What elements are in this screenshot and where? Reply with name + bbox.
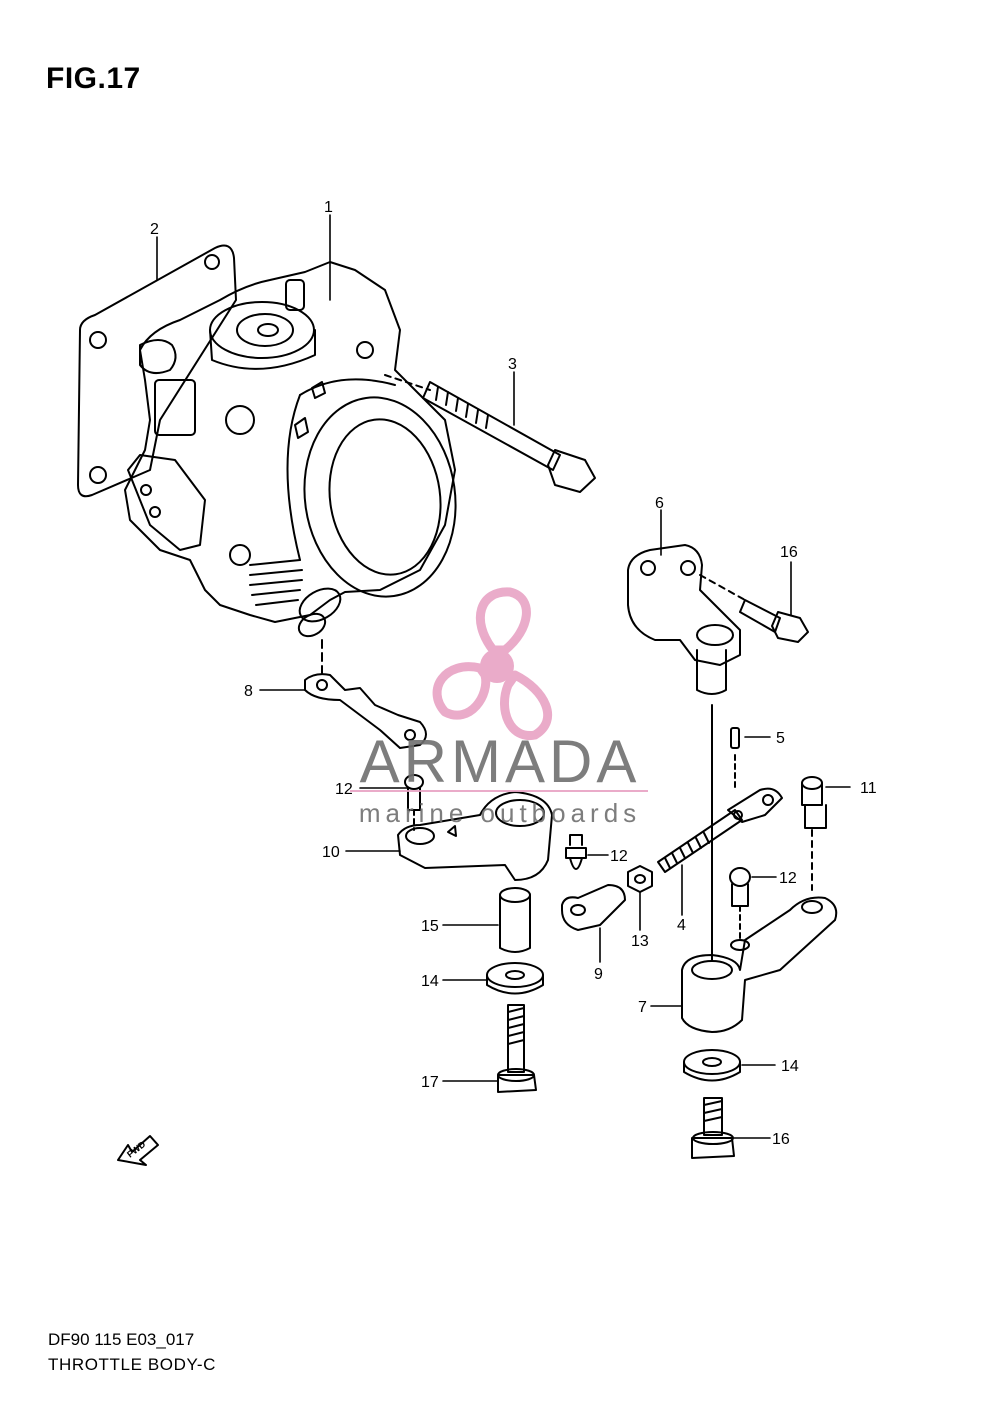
bolt-17-part [497, 1004, 537, 1093]
callout-11: 11 [860, 780, 877, 797]
washer-14-left [486, 962, 544, 995]
rod-8-part [304, 639, 427, 749]
callout-16-top: 16 [780, 544, 798, 561]
watermark-tagline: marine outboards [359, 798, 641, 828]
ball-joint-12-middle [565, 834, 587, 870]
spacer-15-part [499, 887, 531, 953]
callout-13: 13 [631, 933, 649, 950]
gasket-part [77, 244, 237, 498]
rod-end-9-part [561, 884, 626, 931]
figure-name: THROTTLE BODY-C [48, 1355, 217, 1374]
propeller-icon [432, 587, 552, 740]
bolt-16-top-part [739, 599, 809, 643]
callout-9: 9 [594, 966, 603, 983]
callout-4: 4 [677, 917, 686, 934]
callout-8: 8 [244, 683, 253, 700]
callout-17: 17 [421, 1074, 439, 1091]
washer-14-right [683, 1049, 741, 1082]
figure-title: FIG.17 [46, 62, 141, 95]
callout-leader-lines [156, 214, 851, 1139]
callout-15: 15 [421, 918, 439, 935]
watermark-logo: ARMADA marine outboards [350, 587, 648, 828]
stud-11-part [801, 776, 827, 891]
callout-5: 5 [776, 730, 785, 747]
pin-5-part [730, 727, 740, 791]
callout-16-bottom: 16 [772, 1131, 790, 1148]
callout-14-left: 14 [421, 973, 439, 990]
callout-12-left: 12 [335, 781, 353, 798]
callout-12-right: 12 [779, 870, 797, 887]
fwd-arrow-icon: FWD [117, 1135, 159, 1166]
callout-2: 2 [150, 221, 159, 238]
rod-4-part [657, 787, 783, 873]
callout-3: 3 [508, 356, 517, 373]
callout-7: 7 [638, 999, 647, 1016]
bolt-3-part [384, 374, 596, 493]
callout-1: 1 [324, 199, 333, 216]
ball-joint-12-right [729, 867, 751, 943]
throttle-body-part [124, 261, 457, 638]
callout-labels: 1 2 3 4 5 6 7 8 9 10 11 12 12 12 13 14 1… [150, 199, 877, 1148]
lever-7-part [681, 896, 838, 1033]
nut-13-part [627, 865, 653, 893]
callout-12-middle: 12 [610, 848, 628, 865]
lever-10-part [397, 791, 553, 881]
figure-code: DF90 115 E03_017 [48, 1330, 195, 1349]
callout-14-right: 14 [781, 1058, 799, 1075]
ball-joint-12-left [404, 774, 424, 831]
callout-6: 6 [655, 495, 664, 512]
watermark-brand: ARMADA [360, 728, 641, 795]
bolt-16-bottom-part [691, 1097, 735, 1159]
callout-10: 10 [322, 844, 340, 861]
bracket-6-part [627, 544, 746, 695]
